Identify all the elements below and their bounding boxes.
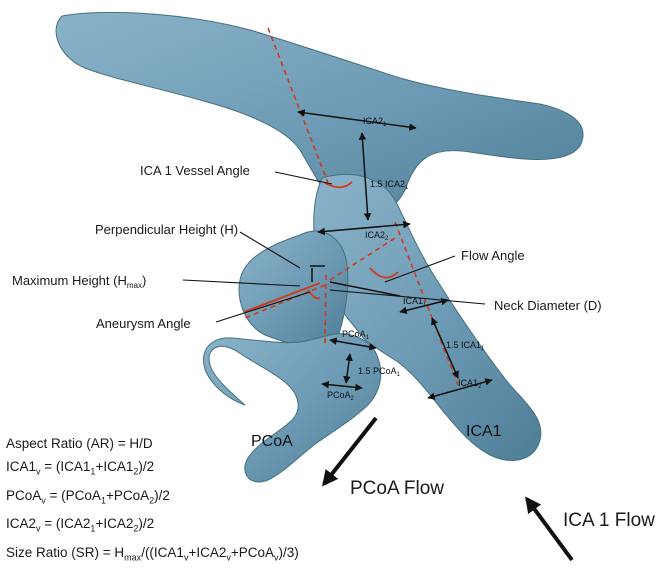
ica1-flow-label: ICA 1 Flow [563, 510, 655, 531]
label-maximum-height: Maximum Height (Hmax) [12, 273, 146, 290]
pcoa-flow-label: PCoA Flow [350, 478, 444, 499]
meas-ica1-1: ICA11 [403, 296, 427, 308]
leader-max-height [182, 279, 301, 287]
meas-pcoa-2: PCoA2 [327, 390, 355, 402]
formula-block: Aspect Ratio (AR) = H/D ICA1v = (ICA11+I… [6, 432, 299, 570]
ica1-1-5-distance [431, 317, 459, 379]
ica2-2-diameter [317, 220, 411, 236]
vessel-label-ica1: ICA1 [466, 423, 502, 440]
leader-flow-angle [384, 255, 456, 283]
formula-ica1v: ICA1v = (ICA11+ICA12)/2 [6, 459, 155, 477]
leader-neck-diameter [329, 289, 486, 305]
measurement-labels: ICA21 1.5 ICA21 ICA22 ICA11 1.5 ICA11 IC… [327, 116, 485, 402]
neck-diameter-line [329, 281, 401, 297]
label-flow-angle: Flow Angle [461, 248, 525, 263]
leader-lines [182, 171, 486, 323]
leader-aneurysm-angle [215, 291, 311, 323]
meas-ica2-2: ICA22 [365, 230, 389, 242]
flow-direction-line [329, 237, 396, 281]
pcoa-1-diameter [329, 337, 377, 351]
formula-aspect-ratio: Aspect Ratio (AR) = H/D [6, 436, 153, 451]
measure-lines [297, 109, 493, 400]
pcoa-1-5-distance [343, 353, 353, 384]
vessel-label-pcoa: PCoA [251, 433, 293, 450]
neck-plane-line [324, 274, 327, 346]
meas-ica1-1-5: 1.5 ICA11 [446, 340, 485, 352]
formula-ica2v: ICA2v = (ICA21+ICA22)/2 [6, 516, 155, 535]
ica1-2-diameter [427, 378, 493, 400]
flow-angle-arc [369, 267, 399, 279]
ica1-vessel-angle-arc [324, 181, 353, 189]
aneurysm-axis-line [244, 284, 326, 319]
meas-ica1-2: ICA12 [458, 378, 482, 390]
ica1-flow-arrow [525, 496, 574, 562]
leader-vessel-angle [274, 171, 333, 185]
meas-ica2-1: ICA21 [363, 116, 387, 128]
leader-perp-height [239, 231, 301, 269]
pcoa-vessel [203, 333, 382, 483]
ica2-1-5-distance [358, 132, 372, 221]
meas-ica2-1-5: 1.5 ICA21 [370, 179, 409, 191]
label-perpendicular-height: Perpendicular Height (H) [95, 222, 238, 237]
meas-pcoa-1: PCoA1 [342, 329, 370, 341]
annotation-labels: ICA 1 Vessel Angle Perpendicular Height … [12, 163, 602, 331]
formula-pcoav: PCoAv = (PCoA1+PCoA2)/2 [6, 487, 170, 506]
label-ica1-vessel-angle: ICA 1 Vessel Angle [140, 163, 250, 178]
meas-pcoa-1-5: 1.5 PCoA1 [358, 366, 401, 378]
aneurysm-dome [238, 230, 349, 349]
label-neck-diameter: Neck Diameter (D) [494, 298, 602, 313]
ica2-1-diameter [297, 109, 417, 131]
pcoa-2-diameter [321, 380, 363, 392]
label-aneurysm-angle: Aneurysm Angle [96, 316, 191, 331]
angle-arcs [243, 181, 399, 313]
formula-size-ratio: Size Ratio (SR) = Hmax/((ICA1v+ICA2v+PCo… [6, 545, 299, 563]
ica1-1-diameter [399, 297, 449, 315]
pcoa-flow-arrow [322, 416, 378, 487]
height-line-red [243, 282, 321, 313]
ica2-centerline [267, 27, 329, 184]
aneurysm-angle-arc [307, 289, 321, 300]
flow-arrows [322, 416, 574, 562]
